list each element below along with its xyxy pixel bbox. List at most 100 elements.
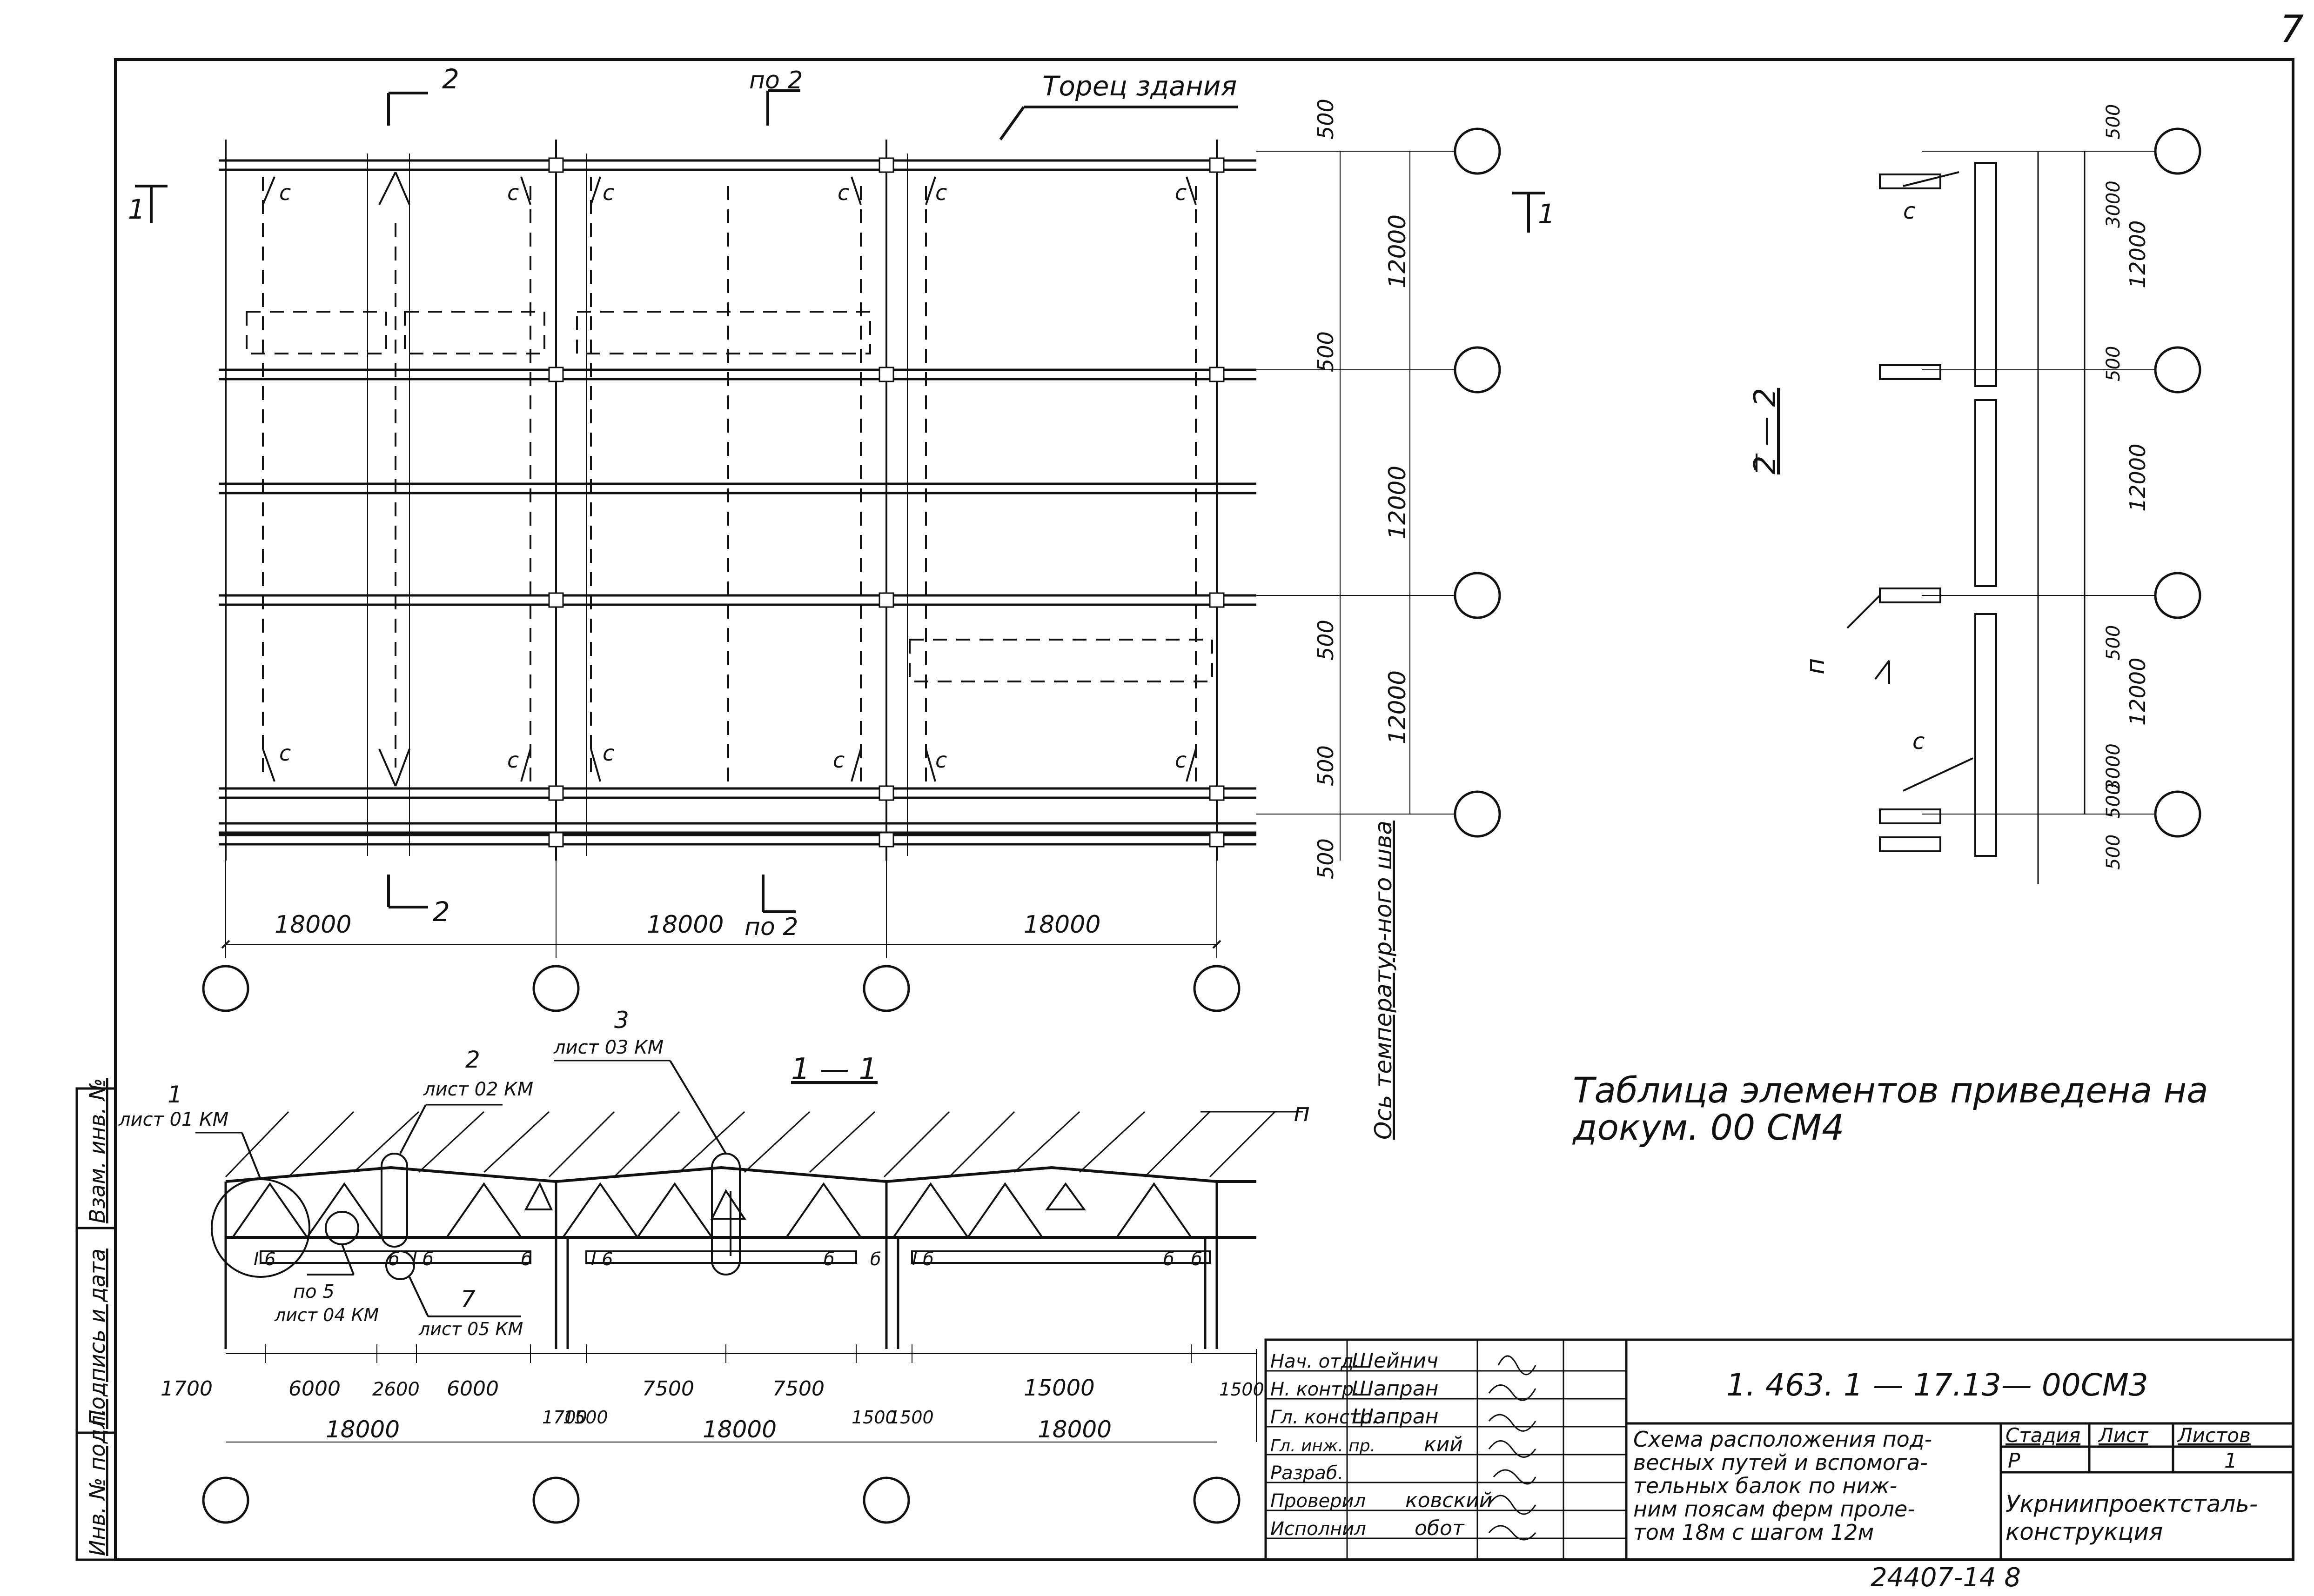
s22-dim-1: 500 [2103,104,2124,140]
section-mark-2-top: 2 [442,63,459,95]
beam-mark-7: б [870,1249,881,1269]
tb-name-6: ковский [1405,1489,1492,1512]
tb-desc-5: том 18м с шагом 12м [1633,1520,1874,1545]
section-11-p: п [1294,1098,1310,1127]
plan-dim-r-3: 500 [1313,331,1338,372]
plan-rails [219,159,1256,846]
s22-dim-8: 3000 [2103,743,2124,791]
section-1-1-title: 1 — 1 [791,1052,878,1087]
section-22-p: п [1801,658,1830,674]
callout-3-sheet: лист 03 КМ [553,1037,664,1058]
section-mark-2-bottom: 2 [433,896,450,928]
plan-braces [262,172,1197,787]
note-line-2: докум. 00 СМ4 [1572,1107,1844,1148]
plan-dim-r-4: 12000 [1384,466,1411,540]
s11-dim-3: 2600 [372,1379,420,1400]
tb-desc-2: весных путей и вспомога- [1633,1450,1928,1475]
tb-org-1: Укрниипроектсталь- [2005,1490,2258,1517]
s11-dim-7: 7500 [642,1377,694,1401]
beam-mark-8: I б [912,1249,934,1269]
plan-view [135,89,1545,1012]
callout-7-num: 7 [461,1286,476,1313]
beam-mark-3: I б [412,1249,434,1269]
side-stamp [75,1087,117,1561]
tb-val-sheets: 1 [2224,1449,2237,1473]
tb-desc-3: тельных балок по ниж- [1633,1473,1897,1498]
callout-1-num: 1 [168,1081,182,1108]
s11-dim-1: 1700 [161,1377,213,1401]
sheet-frame [114,58,2294,1561]
beam-mark-1: I 6 [254,1249,275,1269]
title-block [1264,1338,2294,1561]
plan-dim-r-1: 500 [1313,99,1338,140]
plan-dim-b-3: 18000 [1024,911,1100,939]
plan-hangers [367,154,908,856]
s11-dim-9: 1500 [852,1407,897,1428]
s11-dim-12: 1500 [1219,1379,1264,1400]
tb-col-sheet: Лист [2098,1424,2149,1447]
page-number: 7 [2280,7,2304,51]
plan-dim-r-7: 500 [1313,745,1338,786]
plan-dim-b-2: 18000 [647,911,724,939]
tb-name-2: Шапран [1352,1377,1438,1401]
s11-total-3: 18000 [1038,1416,1112,1443]
section-1-1 [195,1060,1303,1524]
callout-3-num: 3 [614,1007,629,1034]
s11-dim-2: 6000 [288,1377,341,1401]
tb-name-7: обот [1415,1516,1465,1540]
section-22-c-bottom: с [1912,728,1925,755]
brace-c-11: с [935,748,947,773]
tb-org-2: конструкция [2005,1518,2163,1545]
tb-name-1: Шейнич [1352,1349,1438,1373]
tb-role-2: Н. контр. [1270,1379,1360,1400]
tb-col-sheets: Листов [2177,1424,2251,1447]
tb-desc-1: Схема расположения под- [1633,1427,1932,1452]
plan-axis-circles [202,127,1501,1012]
s11-dim-6: 1500 [563,1407,608,1428]
plan-dim-r-5: 500 [1313,620,1338,661]
temperature-axis-label: Ось температур-ного шва [1370,821,1397,1140]
s22-dim-2: 3000 [2103,180,2124,228]
s22-dim-3: 12000 [2125,220,2150,288]
s22-dim-5: 12000 [2125,444,2150,512]
tb-role-7: Исполнил [1270,1518,1366,1540]
callout-2-num: 2 [465,1046,480,1073]
s22-dim-4: 500 [2103,346,2124,381]
tb-name-3: Шапран [1352,1405,1438,1429]
beam-mark-5: б [824,1249,834,1269]
tb-role-3: Гл. констр. [1270,1407,1378,1428]
brace-c-12: с [1175,748,1187,773]
tb-role-6: Проверил [1270,1490,1366,1512]
plan-dim-r-2: 12000 [1384,214,1411,288]
stamp-inv-podl: Инв. № подл. [85,1409,110,1556]
brace-c-10: с [833,748,845,773]
callout-1-sheet: лист 01 КМ [118,1109,228,1130]
brace-c-2: с [507,180,519,205]
label-torets: Торец здания [1042,70,1237,102]
section-22-c-top: с [1903,198,1915,224]
tb-col-stage: Стадия [2005,1424,2080,1447]
s11-dim-10: 1500 [889,1407,934,1428]
brace-c-6: с [1175,180,1187,205]
beam-mark-2: б [389,1249,399,1269]
beam-mark-10: б [1191,1249,1202,1269]
plan-axis-leaders [221,151,1456,958]
callout-7-sheet: лист 05 КМ [418,1319,523,1339]
callout-2-sheet: лист 02 КМ [423,1079,533,1100]
plan-dim-r-6: 12000 [1384,670,1411,744]
beam-mark-6: I 6 [591,1249,613,1269]
section-mark-1-right: 1 [1538,198,1555,230]
s11-dim-11: 15000 [1024,1375,1095,1401]
plan-trusses [225,140,1218,861]
plan-nodes [548,157,1225,848]
brace-c-8: с [507,748,519,773]
stamp-vzam-inv: Взам. инв. № [85,1078,110,1223]
plan-dim-r-8: 500 [1313,838,1338,879]
tb-doc-code: 1. 463. 1 — 17.13— 00СМ3 [1726,1367,2148,1403]
brace-c-7: с [279,741,291,766]
callout-po5: по 5 [293,1281,335,1302]
s22-dim-10: 500 [2103,835,2124,870]
tb-desc-4: ним поясам ферм проле- [1633,1496,1915,1522]
